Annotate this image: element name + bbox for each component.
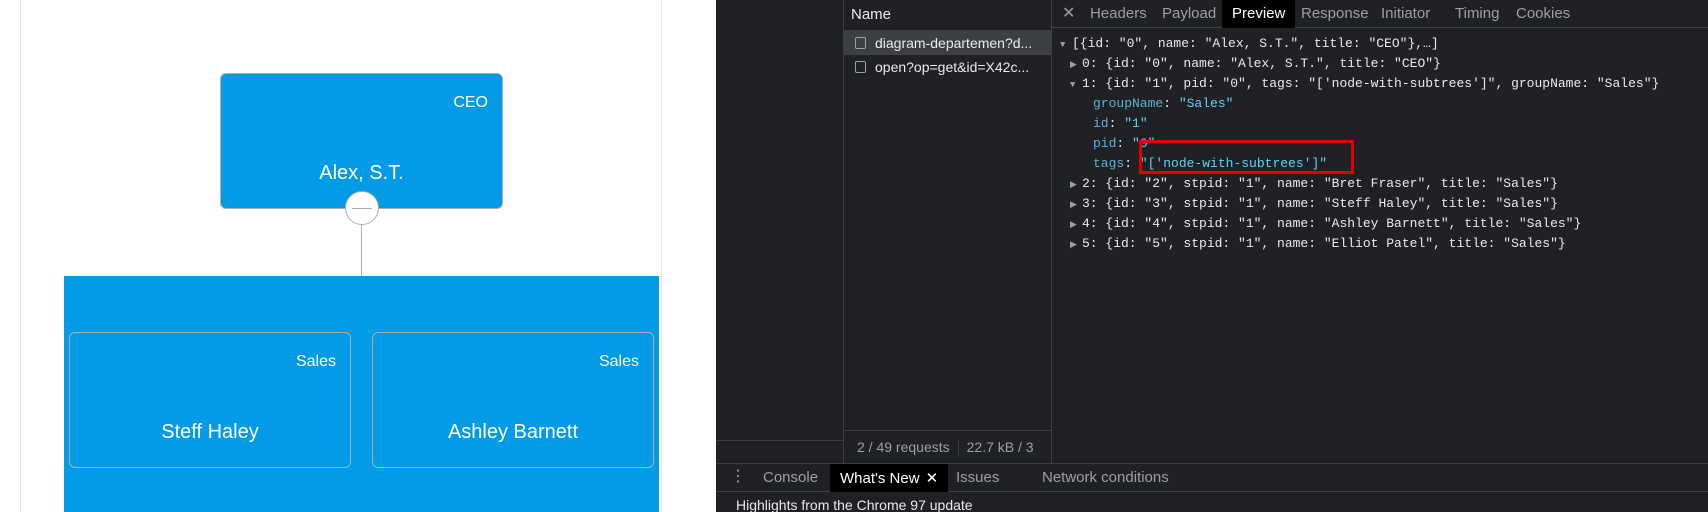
detail-tabbar: ✕ Headers Payload Preview Response Initi…: [1052, 0, 1708, 28]
json-item-summary: 3: {id: "3", stpid: "1", name: "Steff Ha…: [1082, 196, 1558, 211]
request-row[interactable]: diagram-departemen?d...: [844, 31, 1051, 55]
collapsed-triangle-icon: ▶: [1070, 220, 1077, 230]
json-value: "Sales": [1178, 96, 1234, 111]
tab-timing[interactable]: Timing: [1455, 5, 1500, 22]
ceo-node[interactable]: CEO Alex, S.T.: [220, 73, 503, 209]
json-key: groupName: [1093, 96, 1164, 111]
json-field-row: pid: "0": [1093, 136, 1156, 151]
json-item-row[interactable]: ▶ 2: {id: "2", stpid: "1", name: "Bret Fr…: [1070, 174, 1558, 194]
tab-console[interactable]: Console: [763, 469, 819, 486]
node-title: CEO: [453, 94, 488, 111]
tab-payload[interactable]: Payload: [1162, 5, 1217, 22]
json-item-row[interactable]: ▶ 5: {id: "5", stpid: "1", name: "Elliot …: [1070, 234, 1566, 254]
json-preview: ▼ [{id: "0", name: "Alex, S.T.", title: "…: [1052, 34, 1708, 463]
request-name: diagram-departemen?d...: [875, 35, 1033, 51]
highlight-annotation-box: [1139, 140, 1354, 174]
close-icon[interactable]: ✕: [925, 470, 939, 487]
close-icon[interactable]: ✕: [1062, 5, 1076, 22]
tab-label: What's New: [840, 470, 920, 487]
json-item-row[interactable]: ▶ 3: {id: "3", stpid: "1", name: "Steff H…: [1070, 194, 1558, 214]
transfer-size: 22.7 kB / 3: [966, 439, 1034, 455]
request-count: 2 / 49 requests: [857, 439, 950, 455]
node-name: Steff Haley: [161, 421, 259, 443]
org-chart-page: CEO Alex, S.T. Sales Steff Haley Sales A…: [0, 0, 716, 512]
json-key: pid: [1093, 136, 1117, 151]
collapsed-triangle-icon: ▶: [1070, 240, 1077, 250]
json-item-row[interactable]: ▶ 0: {id: "0", name: "Alex, S.T.", title:…: [1070, 54, 1441, 74]
devtools-left-gutter: [716, 0, 844, 463]
employee-node[interactable]: Sales Steff Haley: [69, 332, 351, 468]
expanded-triangle-icon: ▼: [1070, 80, 1076, 90]
json-item-row[interactable]: ▶ 4: {id: "4", stpid: "1", name: "Ashley …: [1070, 214, 1581, 234]
request-file-icon: [855, 37, 866, 49]
collapse-button[interactable]: [345, 191, 379, 225]
divider: [957, 440, 959, 457]
json-item-summary: 1: {id: "1", pid: "0", tags: "['node-wit…: [1082, 76, 1660, 91]
json-value: "0": [1132, 136, 1156, 151]
tab-preview[interactable]: Preview: [1222, 0, 1296, 28]
json-key: id: [1093, 116, 1109, 131]
tab-whats-new[interactable]: What's New ✕: [830, 464, 949, 492]
tab-response[interactable]: Response: [1301, 5, 1369, 22]
request-list: Name diagram-departemen?d... open?op=get…: [844, 0, 1052, 463]
node-title: Sales: [598, 353, 639, 370]
network-status-bar: 2 / 49 requests 22.7 kB / 3: [844, 430, 1052, 463]
json-item-row[interactable]: ▼ 1: {id: "1", pid: "0", tags: "['node-wi…: [1070, 74, 1659, 94]
json-item-summary: 2: {id: "2", stpid: "1", name: "Bret Fra…: [1082, 176, 1558, 191]
json-field-row: id: "1": [1093, 116, 1148, 131]
org-chart-canvas: CEO Alex, S.T. Sales Steff Haley Sales A…: [20, 0, 662, 512]
json-item-summary: 4: {id: "4", stpid: "1", name: "Ashley B…: [1082, 216, 1582, 231]
collapsed-triangle-icon: ▶: [1070, 60, 1077, 70]
node-name: Alex, S.T.: [319, 162, 404, 184]
connector-line: [361, 225, 362, 276]
json-item-summary: 5: {id: "5", stpid: "1", name: "Elliot P…: [1082, 236, 1566, 251]
tab-network-conditions[interactable]: Network conditions: [1042, 469, 1169, 486]
request-row[interactable]: open?op=get&id=X42c...: [844, 55, 1051, 79]
tab-issues[interactable]: Issues: [956, 469, 1000, 486]
devtools-drawer: ⋮ Console What's New ✕ Issues Network con…: [716, 463, 1708, 512]
json-field-row: tags: "['node-with-subtrees']": [1093, 156, 1328, 171]
json-root-summary: [{id: "0", name: "Alex, S.T.", title: "C…: [1072, 36, 1439, 51]
request-detail-panel: ✕ Headers Payload Preview Response Initi…: [1052, 0, 1708, 463]
json-value: "['node-with-subtrees']": [1139, 156, 1328, 171]
whats-new-content: Highlights from the Chrome 97 update: [736, 497, 973, 512]
json-field-row: groupName: "Sales": [1093, 96, 1234, 111]
json-item-summary: 0: {id: "0", name: "Alex, S.T.", title: …: [1082, 56, 1441, 71]
json-root-row[interactable]: ▼ [{id: "0", name: "Alex, S.T.", title: "…: [1060, 34, 1439, 54]
request-name: open?op=get&id=X42c...: [875, 59, 1030, 75]
employee-node[interactable]: Sales Ashley Barnett: [372, 332, 654, 468]
name-column-header[interactable]: Name: [844, 0, 1051, 31]
json-value: "1": [1124, 116, 1148, 131]
tab-cookies[interactable]: Cookies: [1516, 5, 1571, 22]
expanded-triangle-icon: ▼: [1060, 40, 1066, 50]
node-title: Sales: [295, 353, 336, 370]
tab-headers[interactable]: Headers: [1090, 5, 1147, 22]
drawer-tabbar: ⋮ Console What's New ✕ Issues Network con…: [716, 464, 1708, 492]
collapsed-triangle-icon: ▶: [1070, 200, 1077, 210]
request-file-icon: [855, 61, 866, 73]
divider: [716, 440, 844, 441]
sales-group-container: Sales Steff Haley Sales Ashley Barnett: [64, 276, 659, 512]
devtools-panel: Name diagram-departemen?d... open?op=get…: [716, 0, 1708, 512]
tab-initiator[interactable]: Initiator: [1381, 5, 1431, 22]
collapsed-triangle-icon: ▶: [1070, 180, 1077, 190]
json-key: tags: [1093, 156, 1125, 171]
node-name: Ashley Barnett: [447, 421, 579, 443]
more-options-icon[interactable]: ⋮: [730, 468, 746, 485]
